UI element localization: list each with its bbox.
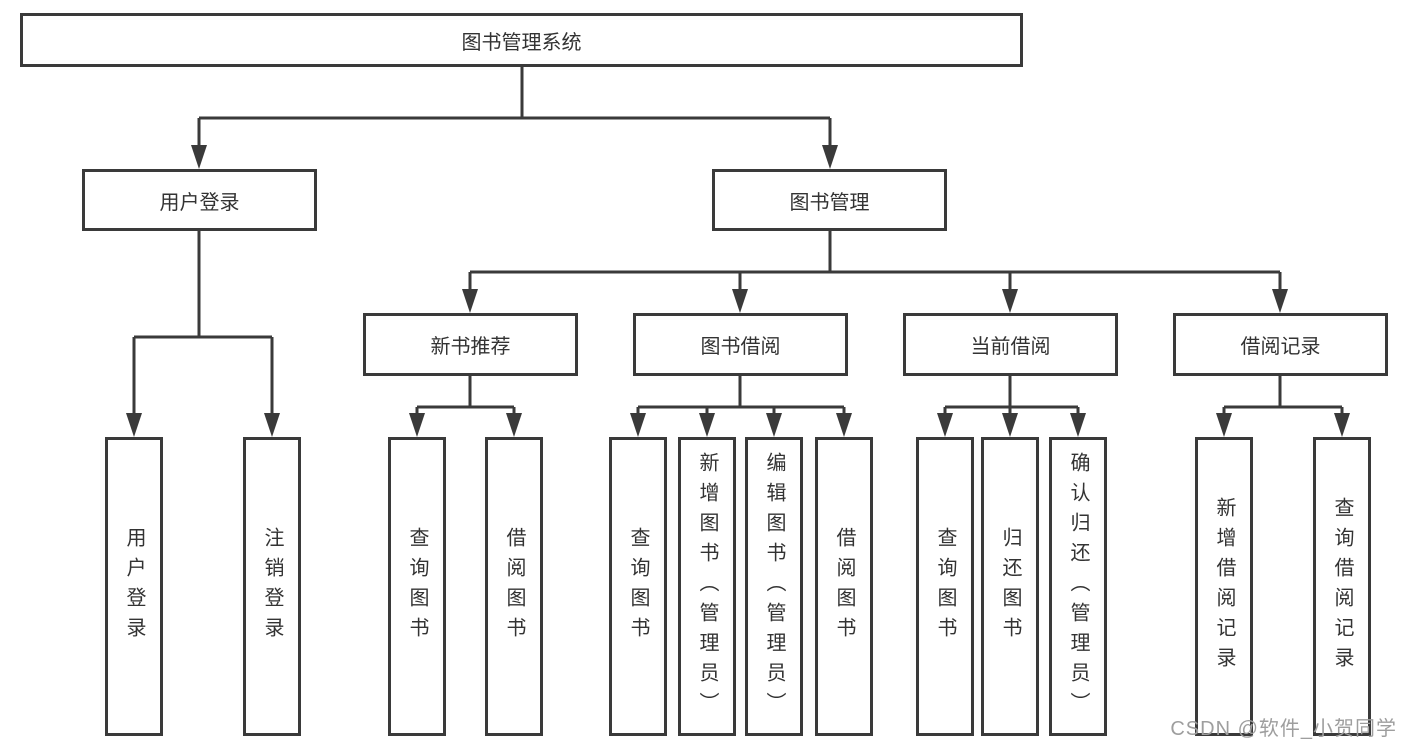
arrowhead-icon — [126, 413, 142, 437]
arrowhead-icon — [1334, 413, 1350, 437]
arrowhead-icon — [1272, 289, 1288, 313]
leaf-label: 新增借阅记录 — [1213, 496, 1235, 677]
csdn-watermark: CSDN @软件_小贺同学 — [1170, 718, 1397, 740]
arrowhead-icon — [822, 145, 838, 169]
leaf-label: 查询图书 — [627, 526, 649, 647]
arrowhead-icon — [1002, 289, 1018, 313]
node-user-login: 用户登录 — [82, 169, 317, 231]
leaf-confirm-return-admin: 确认归还（管理员） — [1049, 437, 1107, 736]
leaf-label: 编辑图书（管理员） — [763, 451, 785, 722]
node-new-book-recommend: 新书推荐 — [363, 313, 578, 376]
leaf-logout: 注销登录 — [243, 437, 301, 736]
connector-line — [1222, 376, 1344, 420]
connector-line — [415, 376, 516, 420]
leaf-label: 确认归还（管理员） — [1067, 451, 1089, 722]
leaf-label: 查询图书 — [406, 526, 428, 647]
leaf-label: 注销登录 — [261, 526, 283, 647]
leaf-query-borrow-record: 查询借阅记录 — [1313, 437, 1371, 736]
connector-line — [197, 67, 832, 152]
arrowhead-icon — [1070, 413, 1086, 437]
arrowhead-icon — [409, 413, 425, 437]
connector-line — [468, 231, 1282, 296]
connector-records-to-leaves — [1216, 376, 1350, 437]
leaf-query-books-borrow: 查询图书 — [609, 437, 667, 736]
leaf-query-books-recommend: 查询图书 — [388, 437, 446, 736]
leaf-add-books-admin: 新增图书（管理员） — [678, 437, 736, 736]
connector-book-mgmt-to-level3 — [462, 231, 1288, 313]
arrowhead-icon — [937, 413, 953, 437]
leaf-add-borrow-record: 新增借阅记录 — [1195, 437, 1253, 736]
arrowhead-icon — [1002, 413, 1018, 437]
arrowhead-icon — [836, 413, 852, 437]
arrowhead-icon — [191, 145, 207, 169]
arrowhead-icon — [732, 289, 748, 313]
node-root-system: 图书管理系统 — [20, 13, 1023, 67]
leaf-query-books-current: 查询图书 — [916, 437, 974, 736]
leaf-label: 新增图书（管理员） — [696, 451, 718, 722]
leaf-label: 借阅图书 — [503, 526, 525, 647]
connector-new-books-to-leaves — [409, 376, 522, 437]
leaf-label: 归还图书 — [999, 526, 1021, 647]
arrowhead-icon — [506, 413, 522, 437]
arrowhead-icon — [766, 413, 782, 437]
connector-line — [636, 376, 846, 420]
node-current-borrowing: 当前借阅 — [903, 313, 1118, 376]
leaf-return-books: 归还图书 — [981, 437, 1039, 736]
connector-user-login-to-leaves — [126, 231, 280, 437]
arrowhead-icon — [1216, 413, 1232, 437]
connector-current-borrow-to-leaves — [937, 376, 1086, 437]
node-book-management: 图书管理 — [712, 169, 947, 231]
node-borrowing-records: 借阅记录 — [1173, 313, 1388, 376]
arrowhead-icon — [264, 413, 280, 437]
leaf-label: 查询图书 — [934, 526, 956, 647]
connector-root-to-level2 — [191, 67, 838, 169]
arrowhead-icon — [462, 289, 478, 313]
arrowhead-icon — [630, 413, 646, 437]
leaf-edit-books-admin: 编辑图书（管理员） — [745, 437, 803, 736]
connector-book-borrow-to-leaves — [630, 376, 852, 437]
connector-line — [132, 231, 274, 420]
leaf-label: 查询借阅记录 — [1331, 496, 1353, 677]
node-book-borrowing: 图书借阅 — [633, 313, 848, 376]
arrowhead-icon — [699, 413, 715, 437]
leaf-borrow-books-recommend: 借阅图书 — [485, 437, 543, 736]
leaf-borrow-books-borrow: 借阅图书 — [815, 437, 873, 736]
leaf-user-login: 用户登录 — [105, 437, 163, 736]
leaf-label: 借阅图书 — [833, 526, 855, 647]
leaf-label: 用户登录 — [123, 526, 145, 647]
